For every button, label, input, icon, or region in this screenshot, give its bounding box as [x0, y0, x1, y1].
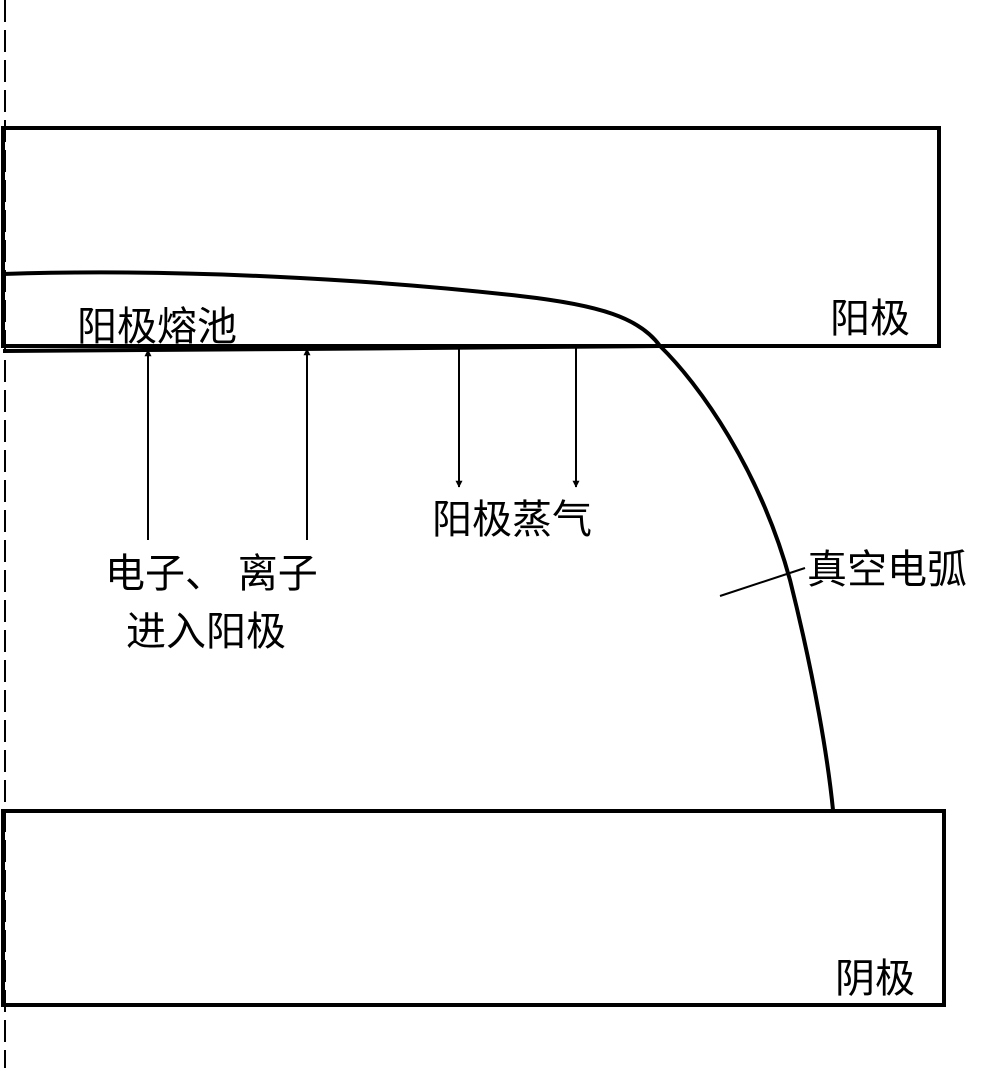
- electron-ion-label-line1: 电子、 离子: [105, 551, 318, 597]
- anode-pool-bottom-edge: [2, 344, 661, 353]
- vacuum-arc-label: 真空电弧: [807, 547, 967, 593]
- anode-label: 阳极: [830, 296, 910, 342]
- cathode-block: [1, 809, 946, 1007]
- anode-pool-label: 阳极熔池: [77, 304, 237, 350]
- vacuum-arc-leader-line: [719, 567, 806, 597]
- vacuum-arc-boundary: [658, 344, 835, 811]
- electron-ion-label-line2: 进入阳极: [126, 609, 286, 655]
- cathode-label: 阴极: [835, 956, 915, 1002]
- anode-pool-boundary: [2, 270, 662, 348]
- anode-vapor-label: 阳极蒸气: [432, 497, 592, 543]
